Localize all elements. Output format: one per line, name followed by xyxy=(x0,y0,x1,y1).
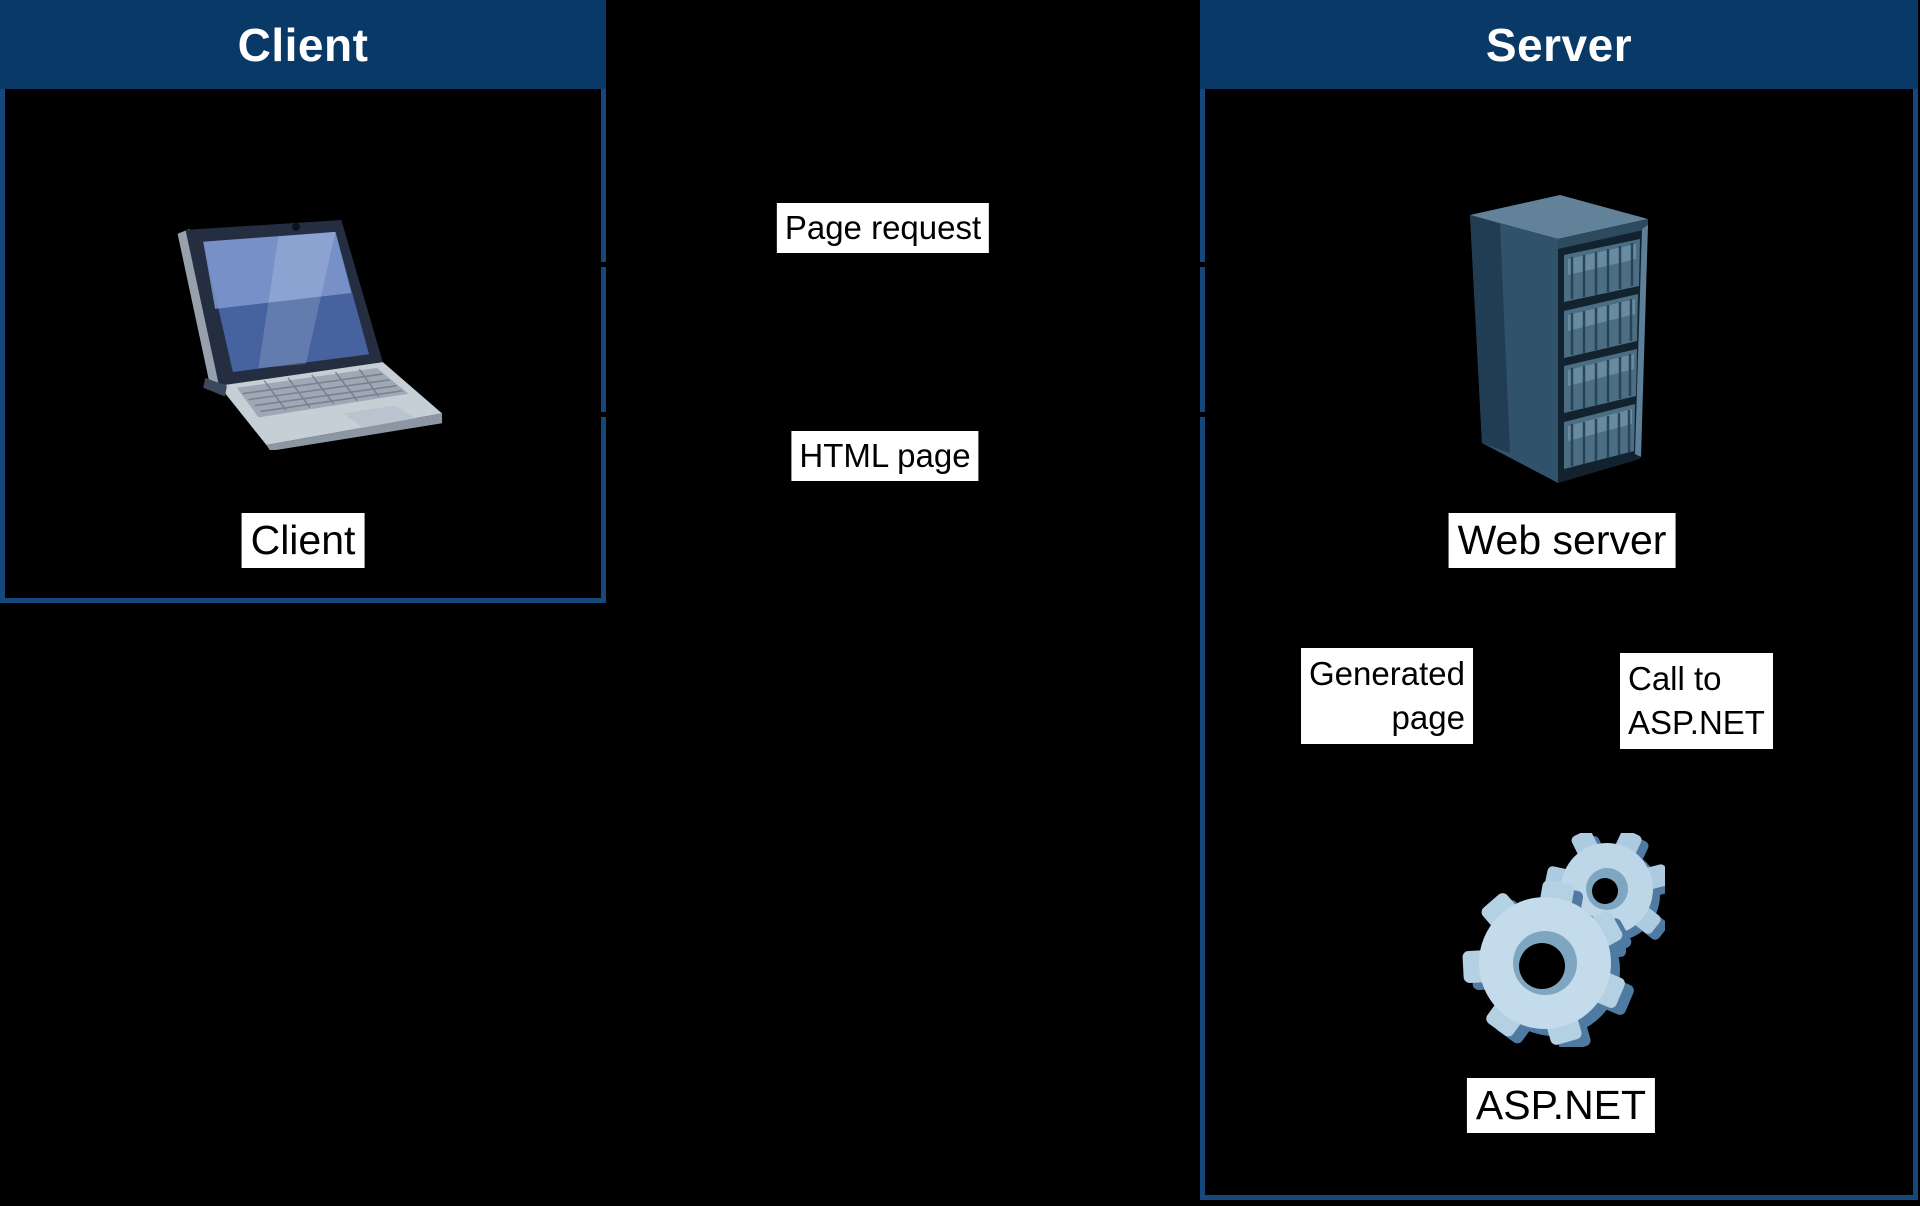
client-panel-title: Client xyxy=(237,18,369,71)
server-panel-title: Server xyxy=(1485,18,1633,71)
generated-page-arrow xyxy=(1502,500,1507,825)
web-server-caption: Web server xyxy=(1448,513,1676,568)
page-request-arrowhead-icon xyxy=(1221,251,1247,279)
html-page-label: HTML page xyxy=(791,431,979,481)
call-to-aspnet-label-line1: Call to xyxy=(1628,660,1722,697)
client-caption: Client xyxy=(241,513,365,568)
gears-icon xyxy=(1462,833,1665,1047)
page-request-label: Page request xyxy=(776,203,990,253)
html-page-arrowhead-icon xyxy=(558,401,584,429)
client-panel-header: Client xyxy=(0,0,606,89)
page-request-arrow xyxy=(555,262,1227,267)
server-panel-header: Server xyxy=(1200,0,1918,89)
html-page-arrow xyxy=(578,412,1250,417)
laptop-icon xyxy=(177,220,443,450)
aspnet-caption: ASP.NET xyxy=(1466,1078,1656,1133)
server-rack-icon xyxy=(1470,195,1648,483)
generated-page-label: Generated page xyxy=(1301,648,1473,744)
server-panel-body xyxy=(1200,89,1918,1200)
generated-page-label-line2: page xyxy=(1391,699,1465,736)
call-to-aspnet-label: Call to ASP.NET xyxy=(1620,653,1773,749)
generated-page-label-line1: Generated xyxy=(1309,655,1465,692)
client-panel-body xyxy=(0,89,606,603)
call-to-aspnet-arrowhead-icon xyxy=(1623,803,1651,829)
call-to-aspnet-label-line2: ASP.NET xyxy=(1628,704,1765,741)
